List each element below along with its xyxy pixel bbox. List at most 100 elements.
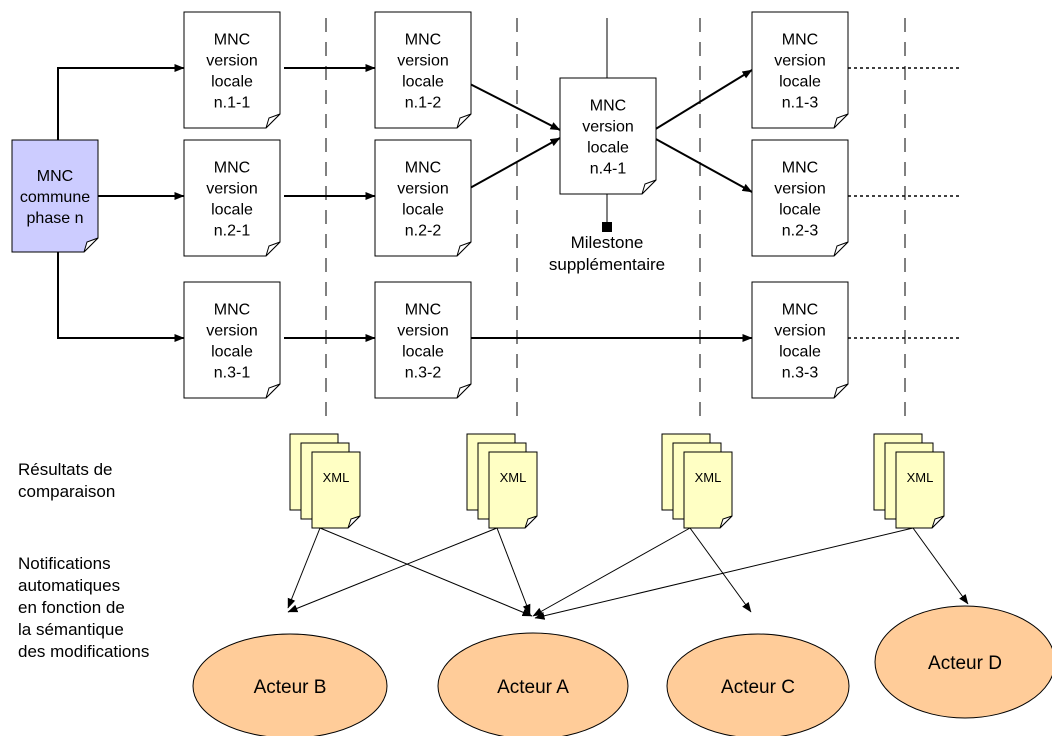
local-doc-n33-line-1: MNC: [782, 302, 818, 319]
local-doc-n12-line-1: MNC: [405, 32, 441, 49]
local-doc-n33-line-3: locale: [779, 344, 821, 361]
xml-file-stack-icon: XML: [661, 433, 733, 529]
notification-arrows: [287, 527, 969, 620]
local-doc-n33-line-4: n.3-3: [782, 365, 819, 382]
page-fold: [83, 237, 99, 253]
arrow-x1-to-actor-a: [319, 527, 533, 617]
notifications-label-line-5: des modifications: [18, 642, 149, 661]
page-fold: [641, 179, 657, 195]
actor-label: Acteur A: [497, 677, 569, 698]
local-doc-n11-line-2: version: [206, 53, 258, 70]
xml-label: XML: [500, 470, 527, 485]
local-doc-n31-line-1: MNC: [214, 302, 250, 319]
local-doc-n11-line-4: n.1-1: [214, 95, 251, 112]
arrow-x4-to-actor-d: [912, 527, 969, 605]
local-doc-n11: MNC version locale n.1-1: [183, 11, 281, 129]
xml-file-stack-icon: XML: [873, 433, 945, 529]
xml-file-stack-icon: XML: [466, 433, 538, 529]
arrow-x2-to-actor-b: [287, 527, 498, 613]
local-doc-n41-line-3: locale: [587, 140, 629, 157]
local-doc-n33: MNC version locale n.3-3: [751, 281, 849, 399]
arrow-x3-to-actor-c: [689, 527, 752, 613]
arrow-x4-to-actor-a: [534, 527, 914, 620]
page-fold: [265, 113, 281, 129]
local-doc-n31-line-4: n.3-1: [214, 365, 251, 382]
xml-label: XML: [907, 470, 934, 485]
common-doc-line-2: commune: [20, 189, 90, 206]
local-doc-n32-line-2: version: [397, 323, 449, 340]
actor-c: Acteur C: [666, 633, 850, 739]
local-doc-n32-line-4: n.3-2: [405, 365, 442, 382]
notifications-label: Notifications automatiques en fonction d…: [18, 554, 149, 661]
phase-separators: [325, 18, 906, 425]
page-fold: [833, 113, 849, 129]
xml-file-page: [895, 451, 945, 529]
continuation-lines: [848, 67, 960, 339]
page-fold: [833, 383, 849, 399]
actor-d: Acteur D: [874, 605, 1052, 719]
local-doc-n11-line-1: MNC: [214, 32, 250, 49]
arrow-x1-to-actor-b: [287, 527, 321, 609]
page-fold: [931, 515, 945, 529]
page-fold: [265, 241, 281, 257]
arrow-n41-to-n23: [653, 137, 753, 193]
actor-ellipse: [874, 605, 1052, 719]
arrow-n41-to-n13: [653, 69, 753, 131]
local-doc-n13-line-2: version: [774, 53, 826, 70]
comparison-label: Résultats de comparaison: [18, 460, 115, 501]
actor-label: Acteur C: [721, 677, 795, 698]
local-doc-n33-line-2: version: [774, 323, 826, 340]
arrow-common-to-n11: [57, 64, 185, 140]
local-doc-n23-line-4: n.2-3: [782, 223, 819, 240]
local-doc-n13-line-4: n.1-3: [782, 95, 819, 112]
milestone-label-line-1: Milestone: [571, 233, 644, 252]
local-doc-n41-line-2: version: [582, 119, 634, 136]
page-fold: [265, 383, 281, 399]
milestone-marker: [602, 18, 612, 232]
arrow-n22-to-n41: [469, 137, 561, 189]
local-doc-n23-line-2: version: [774, 181, 826, 198]
comparison-label-line-2: comparaison: [18, 482, 115, 501]
arrow-x2-to-actor-a: [496, 527, 531, 615]
common-doc-line-3: phase n: [27, 210, 84, 227]
xml-label: XML: [323, 470, 350, 485]
arrow-n12-to-n41: [469, 83, 561, 131]
common-doc-line-1: MNC: [37, 168, 73, 185]
actors: Acteur B Acteur A Acteur C Acteur D: [192, 605, 1052, 740]
page-fold: [456, 113, 472, 129]
milestone-label-line-2: supplémentaire: [549, 255, 665, 274]
comparison-label-line-1: Résultats de: [18, 460, 113, 479]
page-fold: [456, 383, 472, 399]
page-fold: [456, 241, 472, 257]
local-doc-n12-line-4: n.1-2: [405, 95, 442, 112]
milestone-marker-icon: [602, 222, 612, 232]
local-doc-n23-line-1: MNC: [782, 160, 818, 177]
xml-file-page: [311, 451, 361, 529]
xml-label: XML: [695, 470, 722, 485]
page-fold: [719, 515, 733, 529]
local-doc-n12-line-2: version: [397, 53, 449, 70]
local-doc-n22-line-2: version: [397, 181, 449, 198]
arrow-x3-to-actor-a: [532, 527, 691, 617]
local-documents: MNCversionlocalen.1-1MNCversionlocalen.1…: [183, 11, 849, 399]
local-doc-n11-line-3: locale: [211, 74, 253, 91]
actor-b: Acteur B: [192, 633, 388, 739]
notifications-label-line-2: automatiques: [18, 576, 120, 595]
notifications-label-line-1: Notifications: [18, 554, 111, 573]
local-doc-n22-line-3: locale: [402, 202, 444, 219]
flow-arrows: [57, 64, 753, 342]
local-doc-n21-line-1: MNC: [214, 160, 250, 177]
local-doc-n32-line-3: locale: [402, 344, 444, 361]
notifications-label-line-3: en fonction de: [18, 598, 125, 617]
page-fold: [347, 515, 361, 529]
local-doc-n21-line-4: n.2-1: [214, 223, 251, 240]
local-doc-n22-line-4: n.2-2: [405, 223, 442, 240]
xml-file-page: [683, 451, 733, 529]
arrow-common-to-n31: [57, 252, 185, 342]
common-doc: MNC commune phase n: [11, 139, 99, 253]
